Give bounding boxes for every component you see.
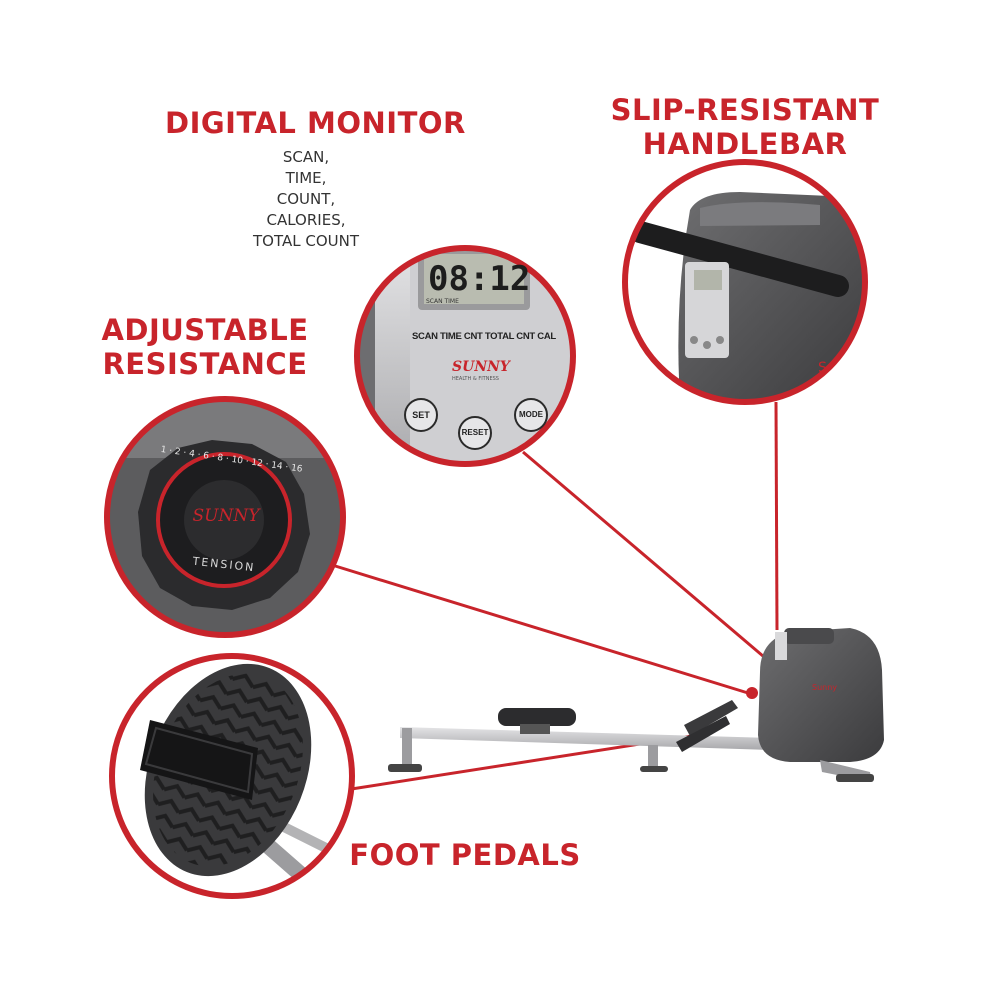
mode-button[interactable]: MODE <box>514 398 548 432</box>
digital-monitor-heading: DIGITAL MONITOR <box>165 106 466 140</box>
resistance-heading-line2: RESISTANCE <box>102 347 308 381</box>
monitor-feature: COUNT, <box>276 190 336 208</box>
monitor-brand-logo: SUNNY <box>452 359 510 375</box>
monitor-feature: CALORIES, <box>266 211 346 229</box>
monitor-feature: SCAN, <box>282 148 330 166</box>
handlebar-heading-line1: SLIP-RESISTANT <box>610 93 880 127</box>
lcd-time-readout: 08:12 <box>428 259 531 299</box>
resistance-heading-line1: ADJUSTABLE <box>101 313 309 347</box>
svg-text:Sunny: Sunny <box>812 683 837 692</box>
handlebar-heading-line2: HANDLEBAR <box>642 127 848 161</box>
monitor-mode-strip: SCAN TIME CNT TOTAL CNT CAL <box>412 331 556 342</box>
knob-brand-logo: SUNNY <box>192 506 260 526</box>
monitor-feature: TIME, <box>285 169 327 187</box>
reset-button[interactable]: RESET <box>458 416 492 450</box>
svg-text:S: S <box>818 360 827 376</box>
foot-pedal-closeup <box>112 656 352 896</box>
foot-pedals-heading: FOOT PEDALS <box>349 838 581 872</box>
monitor-brand-tagline: HEALTH & FITNESS <box>452 376 499 382</box>
lcd-indicator: SCAN TIME <box>426 298 459 305</box>
monitor-features-list: SCAN, TIME, COUNT, CALORIES, TOTAL COUNT <box>236 147 376 252</box>
rowing-machine: Sunny <box>388 628 884 782</box>
monitor-feature: TOTAL COUNT <box>253 232 359 250</box>
handlebar-closeup: S <box>625 162 865 402</box>
set-button[interactable]: SET <box>404 398 438 432</box>
